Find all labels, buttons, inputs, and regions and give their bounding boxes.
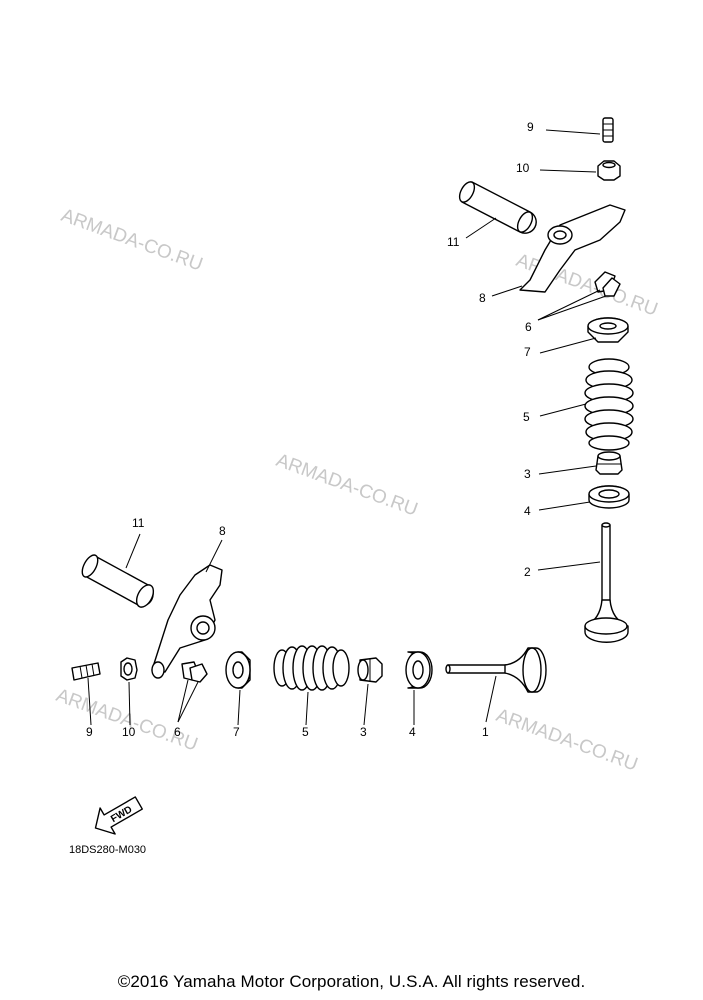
lower-label-5: 5 — [302, 725, 309, 739]
lower-label-10: 10 — [122, 725, 136, 739]
watermark-3: ARMADA-CO.RU — [273, 450, 420, 521]
lower-label-1: 1 — [482, 725, 489, 739]
lower-valve-stem-seal — [357, 657, 383, 683]
lower-leader-1 — [485, 675, 497, 723]
lower-label-6: 6 — [174, 725, 181, 739]
upper-label-11: 11 — [447, 235, 460, 249]
lower-leader-9 — [87, 677, 92, 726]
lower-leader-5 — [305, 691, 309, 726]
lower-label-4: 4 — [409, 725, 416, 739]
upper-leader-6b — [537, 295, 607, 321]
watermarks: ARMADA-CO.RU ARMADA-CO.RU ARMADA-CO.RU A… — [53, 205, 660, 776]
upper-locknut — [597, 160, 621, 181]
upper-rocker-arm — [519, 204, 626, 293]
upper-spring-seat — [588, 485, 630, 509]
upper-label-7: 7 — [524, 345, 531, 359]
lower-label-3: 3 — [360, 725, 367, 739]
watermark-5: ARMADA-CO.RU — [493, 705, 640, 776]
upper-label-4: 4 — [524, 504, 531, 518]
lower-label-11: 11 — [132, 516, 145, 530]
lower-locknut — [120, 657, 138, 681]
upper-spring-retainer — [587, 317, 629, 343]
upper-leader-4 — [538, 501, 591, 511]
lower-label-9: 9 — [86, 725, 93, 739]
upper-exhaust-valve — [584, 522, 629, 643]
lower-leader-6a — [177, 679, 189, 723]
upper-label-5: 5 — [523, 410, 530, 424]
upper-label-9: 9 — [527, 120, 534, 134]
upper-valve-cotters — [594, 271, 621, 297]
lower-valve-spring — [273, 645, 350, 691]
lower-leader-7 — [237, 689, 241, 726]
lower-rocker-shaft — [81, 554, 155, 608]
upper-label-8: 8 — [479, 291, 486, 305]
lower-valve-cotters — [181, 661, 208, 683]
upper-leader-10 — [539, 169, 597, 173]
upper-leader-8 — [491, 285, 523, 297]
lower-leader-6b — [177, 681, 199, 723]
upper-leader-3 — [538, 465, 597, 475]
lower-label-8: 8 — [219, 524, 226, 538]
upper-valve-stem-seal — [595, 451, 623, 475]
lower-leader-11 — [125, 533, 141, 569]
upper-label-2: 2 — [524, 565, 531, 579]
upper-leader-6a — [537, 289, 601, 321]
forward-arrow-label: FWD — [109, 804, 134, 825]
upper-leader-11 — [465, 217, 497, 239]
lower-rocker-arm — [151, 564, 223, 679]
upper-label-10: 10 — [516, 161, 530, 175]
forward-arrow: FWD — [94, 796, 143, 835]
upper-leader-2 — [537, 561, 601, 571]
diagram-code: 18DS280-M030 — [69, 844, 146, 856]
upper-leader-5 — [539, 403, 587, 417]
upper-label-6: 6 — [525, 320, 532, 334]
lower-spring-seat — [405, 651, 433, 689]
copyright-notice: ©2016 Yamaha Motor Corporation, U.S.A. A… — [117, 972, 586, 991]
watermark-1: ARMADA-CO.RU — [58, 205, 205, 276]
upper-rocker-shaft — [458, 181, 537, 234]
lower-label-7: 7 — [233, 725, 240, 739]
upper-leader-9 — [545, 129, 601, 135]
upper-valve-spring — [584, 358, 634, 451]
lower-leader-8 — [205, 539, 223, 573]
upper-leader-7 — [539, 337, 597, 354]
lower-spring-retainer — [225, 651, 251, 689]
upper-valve-assembly: 9 10 11 8 6 — [447, 117, 634, 643]
lower-valve-assembly: 11 8 9 10 6 — [71, 516, 547, 739]
lower-intake-valve — [445, 647, 547, 693]
lower-leader-3 — [363, 683, 369, 726]
lower-leader-10 — [128, 681, 131, 726]
upper-label-3: 3 — [524, 467, 531, 481]
lower-adjusting-screw — [71, 662, 101, 681]
upper-adjusting-screw — [602, 117, 614, 143]
